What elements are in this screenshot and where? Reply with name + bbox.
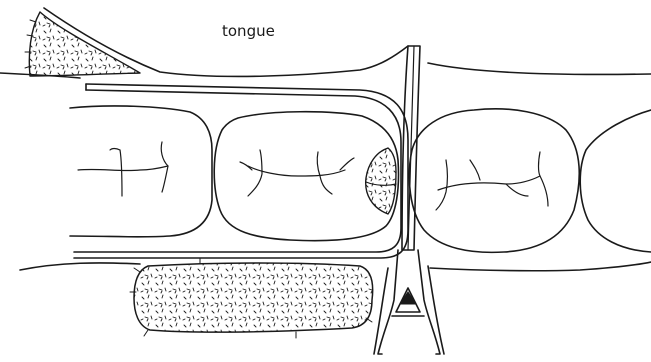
- right-molar: [409, 109, 579, 253]
- forceps-left-beak: [378, 250, 398, 354]
- upper-cotton-roll: [29, 12, 140, 76]
- buccal-outline-left: [20, 263, 140, 270]
- left-molar: [70, 106, 212, 237]
- right-molar-fissures: [436, 152, 548, 210]
- tongue-label: tongue: [222, 22, 275, 40]
- forceps-right-beak: [418, 250, 440, 354]
- far-right-tooth: [580, 110, 651, 252]
- left-molar-fissures: [78, 142, 168, 196]
- cavity-preparation: [366, 148, 396, 214]
- tongue-boundary-right: [428, 63, 651, 75]
- buccal-outline-right: [430, 262, 651, 271]
- lower-cotton-roll: [134, 263, 373, 332]
- middle-molar-fissures: [240, 150, 354, 196]
